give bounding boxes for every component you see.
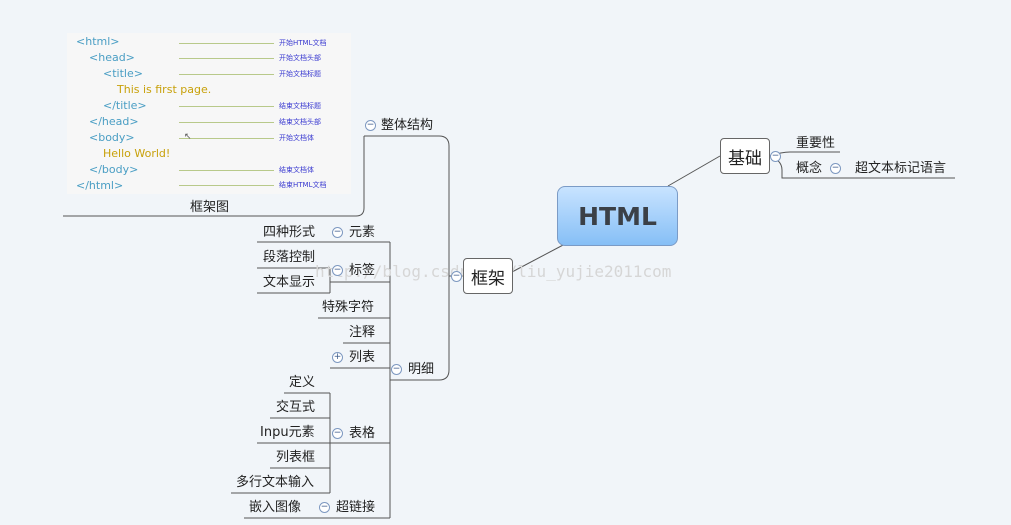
list-box-node[interactable]: 列表框 (276, 450, 316, 465)
collapse-icon[interactable]: − (770, 151, 781, 162)
code-rule (179, 138, 274, 139)
code-comment: 结束文档头部 (279, 118, 321, 126)
collapse-icon[interactable]: − (332, 227, 343, 238)
code-rule (179, 106, 274, 107)
code-line: </html> (76, 179, 124, 192)
root-node[interactable]: HTML (557, 186, 678, 246)
concept-detail-node[interactable]: 超文本标记语言 (855, 161, 947, 176)
element-node[interactable]: 元素 (349, 225, 376, 240)
input-element-node[interactable]: Inpu元素 (260, 425, 315, 440)
code-line: <head> (89, 51, 135, 64)
collapse-icon[interactable]: − (332, 265, 343, 276)
code-line: </body> (89, 163, 139, 176)
collapse-icon[interactable]: − (391, 364, 402, 375)
collapse-icon[interactable]: − (830, 163, 841, 174)
code-rule (179, 170, 274, 171)
expand-icon[interactable]: + (332, 352, 343, 363)
code-comment: 开始文档标题 (279, 70, 321, 78)
definition-node[interactable]: 定义 (289, 375, 316, 390)
framework-label: 框架 (471, 268, 505, 289)
connector-root-basics (667, 155, 721, 187)
code-line: <html> (76, 35, 120, 48)
cursor-icon: ↖ (184, 132, 192, 142)
connector-root-framework (511, 243, 566, 273)
tag-node[interactable]: 标签 (349, 263, 376, 278)
root-label: HTML (578, 201, 657, 231)
collapse-icon[interactable]: − (319, 502, 330, 513)
code-line: This is first page. (117, 83, 212, 96)
connector-framework-structure (364, 135, 463, 277)
collapse-icon[interactable]: − (365, 120, 376, 131)
list-node[interactable]: 列表 (349, 350, 376, 365)
code-comment: 开始文档头部 (279, 54, 321, 62)
code-line: Hello World! (103, 147, 171, 160)
embed-image-node[interactable]: 嵌入图像 (249, 500, 302, 515)
details-node[interactable]: 明细 (408, 362, 435, 377)
code-rule (179, 122, 274, 123)
code-rule (179, 58, 274, 59)
framework-node[interactable]: 框架 (463, 258, 513, 294)
basics-label: 基础 (728, 148, 762, 169)
code-comment: 结束文档标题 (279, 102, 321, 110)
collapse-icon[interactable]: − (332, 428, 343, 439)
multiline-input-node[interactable]: 多行文本输入 (236, 475, 315, 490)
overall-structure-node[interactable]: 整体结构 (381, 118, 434, 133)
concept-node[interactable]: 概念 (796, 161, 823, 176)
comment-node[interactable]: 注释 (349, 325, 376, 340)
interactive-node[interactable]: 交互式 (276, 400, 316, 415)
code-rule (179, 74, 274, 75)
code-line: <title> (103, 67, 143, 80)
code-comment: 开始HTML文档 (279, 39, 327, 47)
importance-node[interactable]: 重要性 (796, 136, 836, 151)
code-line: </title> (103, 99, 147, 112)
code-comment: 结束文档体 (279, 166, 314, 174)
paragraph-control-node[interactable]: 段落控制 (263, 250, 316, 265)
hyperlink-node[interactable]: 超链接 (336, 500, 376, 515)
basics-node[interactable]: 基础 (720, 138, 770, 174)
framework-diagram-node[interactable]: 框架图 (190, 200, 230, 215)
code-line: </head> (89, 115, 139, 128)
four-forms-node[interactable]: 四种形式 (263, 225, 316, 240)
code-rule (179, 185, 274, 186)
code-rule (179, 43, 274, 44)
special-chars-node[interactable]: 特殊字符 (322, 300, 375, 315)
code-comment: 结束HTML文档 (279, 181, 327, 189)
connector-framework-details (390, 275, 463, 381)
collapse-icon[interactable]: − (451, 271, 462, 282)
code-line: <body> (89, 131, 135, 144)
code-comment: 开始文档体 (279, 134, 314, 142)
framework-diagram-image: <html> <head> <title> This is first page… (67, 33, 351, 194)
text-display-node[interactable]: 文本显示 (263, 275, 316, 290)
table-node[interactable]: 表格 (349, 426, 376, 441)
connector-structure-diagram (63, 136, 365, 217)
